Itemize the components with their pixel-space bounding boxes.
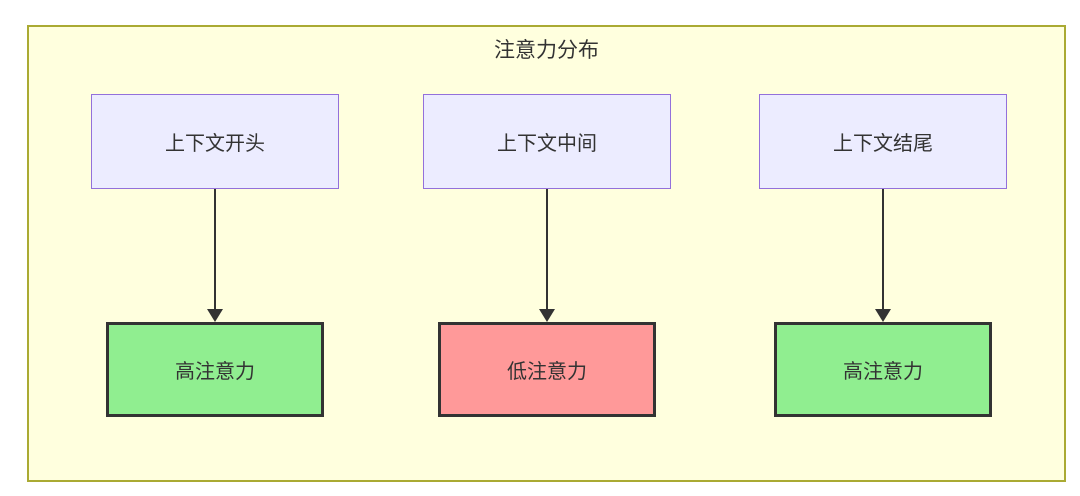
arrow-start-to-high [207, 189, 223, 322]
arrowhead-down-icon [539, 309, 555, 322]
context-node-middle: 上下文中间 [423, 94, 671, 189]
arrow-line [882, 189, 884, 312]
attention-node-high-right: 高注意力 [774, 322, 992, 417]
diagram-canvas: 注意力分布 上下文开头 高注意力 上下文中间 低注意力 上下文结尾 高注意力 [27, 25, 1066, 482]
context-node-end: 上下文结尾 [759, 94, 1007, 189]
arrow-line [546, 189, 548, 312]
attention-node-low-center: 低注意力 [438, 322, 656, 417]
diagram-title: 注意力分布 [494, 39, 599, 62]
arrow-line [214, 189, 216, 312]
context-node-start: 上下文开头 [91, 94, 339, 189]
arrowhead-down-icon [207, 309, 223, 322]
arrowhead-down-icon [875, 309, 891, 322]
arrow-middle-to-low [539, 189, 555, 322]
attention-node-high-left: 高注意力 [106, 322, 324, 417]
arrow-end-to-high [875, 189, 891, 322]
